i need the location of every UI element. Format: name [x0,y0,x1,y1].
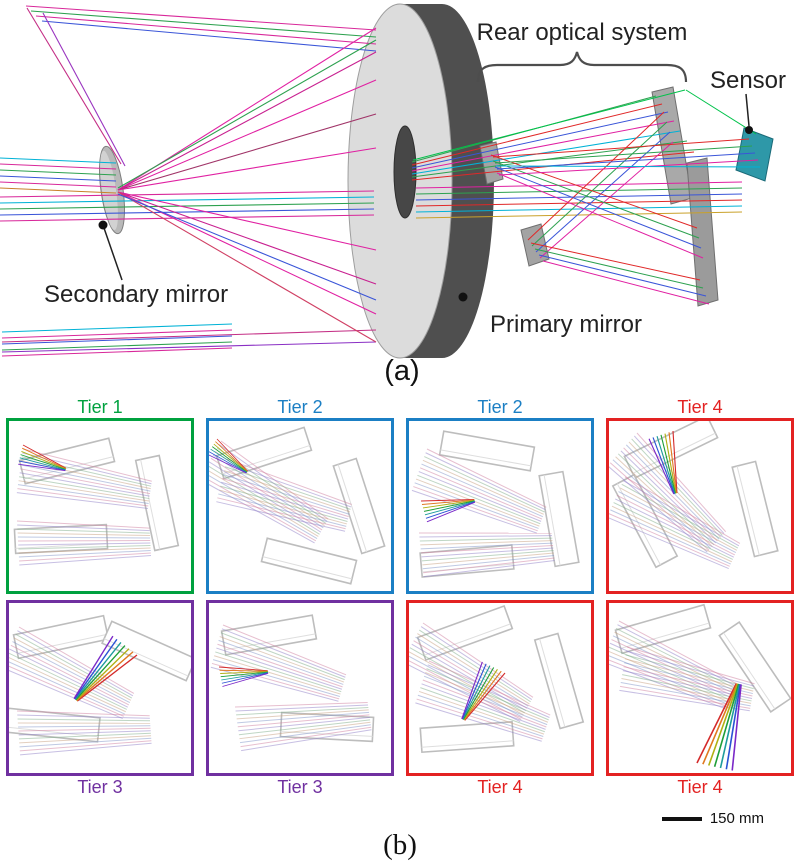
sensor-leader-line [745,93,750,127]
tier-panel-box [406,600,594,776]
caption-b: (b) [383,829,417,861]
tier-ray-diagram [609,421,779,572]
tier-ray-diagram [609,603,791,772]
tier-panel-4: Tier 4 [606,396,794,594]
tier-panel-2: Tier 2 [206,396,394,594]
tier-panel-box [206,600,394,776]
part-a-ray-trace: Rear optical system Sensor Secondary mir… [0,0,800,392]
tier-panel-box [606,418,794,594]
rear-system-brace [476,51,688,83]
tier-label: Tier 4 [477,777,523,797]
tier-panel-grid: Tier 1 Tier 2 [6,396,794,798]
annotations: Rear optical system Sensor Secondary mir… [44,19,786,387]
primary-mirror-hole [393,125,417,219]
scale-bar: 150 mm [6,798,794,827]
tier-ray-diagram [409,605,585,753]
primary-leader-dot [458,292,468,302]
tier-label: Tier 1 [77,397,123,417]
tier-panel-6: Tier 3 [206,600,394,798]
tier-panel-box [6,418,194,594]
primary-mirror [347,3,494,359]
rear-ray-bundles [411,89,761,305]
left-ray-bundles [0,5,377,357]
tier-panel-8: Tier 4 [606,600,794,798]
tier-label: Tier 4 [677,777,723,797]
tier-panel-1: Tier 1 [6,396,194,594]
secondary-leader-dot [98,220,108,230]
tier-label: Tier 2 [477,397,523,417]
tier-panel-box [606,600,794,776]
secondary-mirror-label: Secondary mirror [44,281,228,308]
tier-panel-box [206,418,394,594]
tier-label: Tier 2 [277,397,323,417]
rear-optical-system-label: Rear optical system [477,19,688,46]
tier-panel-box [406,418,594,594]
rear-mirror-lower [520,223,550,267]
rear-mirror-right [686,157,719,307]
tier-panel-7: Tier 4 [406,600,594,798]
tier-label: Tier 4 [677,397,723,417]
tier-ray-diagram [210,614,375,752]
tier-ray-diagram [13,437,180,566]
scale-bar-label: 150 mm [709,810,764,827]
sensor-shape [735,127,774,182]
tier-label: Tier 3 [277,777,323,797]
secondary-leader-line [103,227,123,281]
ray-trace-diagram: Rear optical system Sensor Secondary mir… [0,3,786,387]
scale-bar-line [661,816,702,821]
tier-label: Tier 3 [77,777,123,797]
part-b-tier-panels: Tier 1 Tier 2 [0,392,800,862]
sensor-label: Sensor [710,67,786,94]
primary-mirror-label: Primary mirror [490,311,642,338]
sensor-leader-dot [745,126,753,134]
tier-panel-box [6,600,194,776]
caption-a: (a) [384,355,419,387]
tier-panel-5: Tier 3 [6,600,194,798]
tier-ray-diagram [411,430,580,578]
tier-ray-diagram [9,614,191,756]
tier-panel-3: Tier 2 [406,396,594,594]
tier-ray-diagram [209,426,386,585]
